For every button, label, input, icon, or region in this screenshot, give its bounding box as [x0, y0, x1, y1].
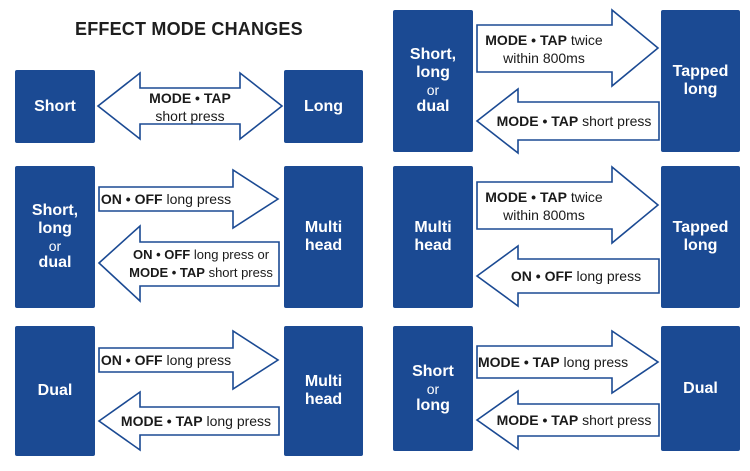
label-action: MODE • TAP — [485, 32, 567, 48]
label-press: long press — [166, 191, 232, 207]
box-label: Short — [34, 97, 76, 115]
p3-backward-label: MODE • TAP long press — [112, 412, 280, 430]
box-tapped-long: Tapped long — [661, 166, 740, 308]
box-label: long — [683, 81, 718, 98]
box-label: or — [48, 238, 62, 254]
box-label: long — [683, 237, 718, 254]
box-label: Multi — [304, 373, 343, 390]
box-multi-head: Multi head — [393, 166, 473, 308]
label-timing: within 800ms — [503, 207, 585, 223]
box-short-long-or-dual: Short, long or dual — [393, 10, 473, 152]
box-label: or — [426, 380, 440, 397]
label-press: long press — [563, 354, 629, 370]
box-label: Multi — [304, 219, 343, 236]
box-short: Short — [15, 70, 95, 143]
p4-forward-arrow — [476, 8, 660, 88]
box-label: long — [38, 220, 72, 237]
label-press: long press or — [193, 247, 270, 262]
box-label: long — [416, 64, 450, 81]
p1-arrow-label: MODE • TAP short press — [140, 89, 240, 125]
box-multi-head: Multi head — [284, 326, 363, 456]
box-dual: Dual — [661, 326, 740, 451]
p6-forward-label: MODE • TAP long press — [478, 353, 628, 371]
p5-forward-label: MODE • TAP twice within 800ms — [478, 188, 610, 224]
box-label: Short — [412, 362, 454, 380]
label-press: short press — [155, 108, 225, 124]
p1-double-arrow — [96, 71, 284, 141]
box-label: Tapped — [672, 219, 729, 236]
box-label: Dual — [37, 382, 73, 399]
p4-backward-label: MODE • TAP short press — [490, 112, 658, 130]
box-label: dual — [416, 98, 450, 115]
box-short-or-long: Short or long — [393, 326, 473, 451]
label-press: long press — [576, 268, 642, 284]
label-action: MODE • TAP — [496, 113, 579, 129]
label-press: twice — [570, 32, 603, 48]
p2-forward-label: ON • OFF long press — [100, 190, 232, 208]
label-action: ON • OFF — [510, 268, 573, 284]
box-long: Long — [284, 70, 363, 143]
box-tapped-long: Tapped long — [661, 10, 740, 152]
label-action: MODE • TAP — [120, 413, 203, 429]
label-press: short press — [208, 265, 273, 280]
label-press: short press — [582, 113, 652, 129]
label-action: ON • OFF — [132, 247, 191, 262]
p3-forward-label: ON • OFF long press — [100, 351, 232, 369]
box-label: long — [416, 396, 450, 414]
p2-backward-arrow — [97, 224, 280, 303]
label-timing: within 800ms — [503, 50, 585, 66]
box-dual: Dual — [15, 326, 95, 456]
p3-backward-arrow — [97, 390, 280, 452]
box-short-long-or-dual: Short, long or dual — [15, 166, 95, 308]
box-label: Multi — [414, 219, 452, 236]
label-action: ON • OFF — [100, 191, 163, 207]
label-press: short press — [582, 412, 652, 428]
box-label: or — [426, 82, 440, 98]
p4-backward-arrow — [475, 87, 660, 155]
diagram-title: EFFECT MODE CHANGES — [75, 19, 303, 39]
p6-backward-arrow — [475, 389, 660, 451]
p2-backward-label: ON • OFF long press or MODE • TAP short … — [122, 246, 280, 282]
label-press: twice — [570, 189, 603, 205]
p3-forward-arrow — [98, 329, 280, 391]
box-label: head — [414, 237, 452, 254]
label-press: long press — [206, 413, 272, 429]
p5-forward-arrow — [476, 165, 660, 245]
box-label: Short, — [409, 46, 457, 63]
label-action: ON • OFF — [100, 352, 163, 368]
box-label: Long — [303, 97, 344, 115]
box-label: Dual — [683, 379, 718, 397]
box-label: Tapped — [672, 63, 729, 80]
p2-forward-arrow — [98, 168, 280, 230]
box-multi-head: Multi head — [284, 166, 363, 308]
label-press: long press — [166, 352, 232, 368]
box-label: dual — [38, 254, 72, 271]
box-label: Short, — [31, 202, 79, 219]
box-label: head — [304, 237, 343, 254]
p5-backward-arrow — [475, 244, 660, 308]
p5-backward-label: ON • OFF long press — [496, 267, 656, 285]
box-label: head — [304, 391, 343, 408]
label-action: MODE • TAP — [485, 189, 567, 205]
label-action: MODE • TAP — [478, 354, 560, 370]
p6-forward-arrow — [476, 329, 660, 395]
p6-backward-label: MODE • TAP short press — [490, 411, 658, 429]
label-action: MODE • TAP — [149, 90, 231, 106]
label-action: MODE • TAP — [129, 265, 205, 280]
p4-forward-label: MODE • TAP twice within 800ms — [478, 31, 610, 67]
label-action: MODE • TAP — [496, 412, 579, 428]
